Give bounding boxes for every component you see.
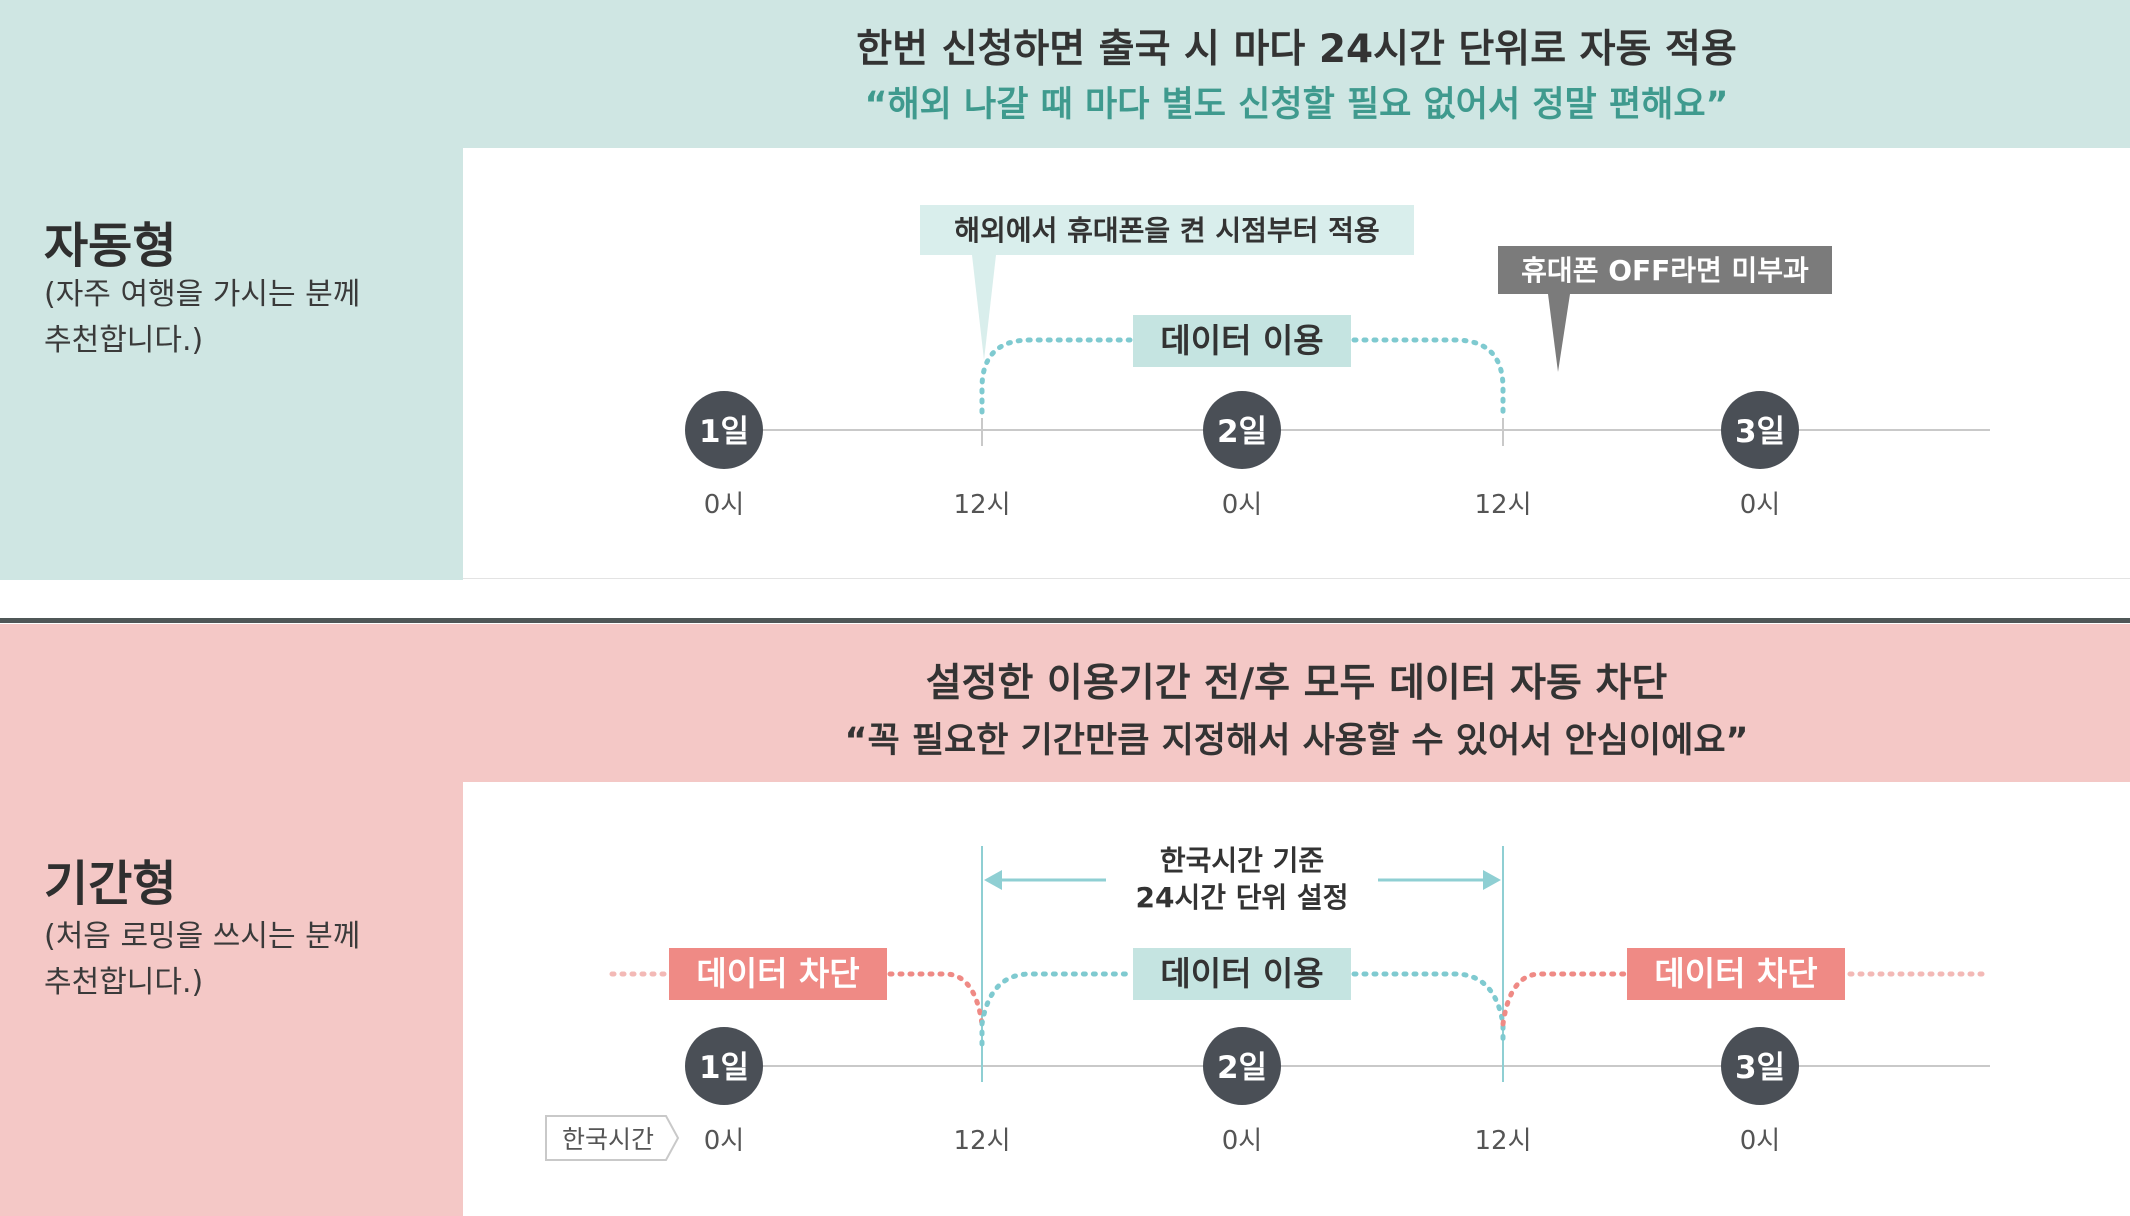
auto-time-label-3: 0시	[1222, 490, 1262, 520]
auto-type-title: 자동형	[44, 218, 177, 274]
auto-day-label-2: 2일	[1217, 414, 1267, 450]
auto-callout-off-pointer	[1548, 294, 1570, 372]
auto-quote: “해외 나갈 때 마다 별도 신청할 필요 없어서 정말 편해요”	[864, 85, 1729, 125]
auto-day-label-1: 1일	[699, 414, 749, 450]
auto-side-panel	[0, 0, 463, 580]
period-desc-line-2: 추천합니다.)	[44, 965, 204, 1000]
auto-type-section: 한번 신청하면 출국 시 마다 24시간 단위로 자동 적용 “해외 나갈 때 …	[0, 0, 2130, 580]
period-type-section: 설정한 이용기간 전/후 모두 데이터 자동 차단 “꼭 필요한 기간만큼 지정…	[0, 624, 2130, 1216]
period-timeline-diagram: 한국시간 기준 24시간 단위 설정 데이터 차단 데이터 이용 데이터 차단 …	[545, 844, 1990, 1161]
auto-desc-line-1: (자주 여행을 가시는 분께	[44, 277, 361, 312]
auto-callout-start-pointer	[972, 255, 996, 360]
period-block-left-arc	[887, 971, 985, 1027]
auto-headline: 한번 신청하면 출국 시 마다 24시간 단위로 자동 적용	[856, 27, 1737, 72]
period-data-use-label: 데이터 이용	[1160, 954, 1323, 993]
auto-day-node-1	[685, 391, 763, 469]
period-korea-time-tag	[545, 1115, 680, 1161]
period-time-label-3: 0시	[1222, 1126, 1262, 1156]
section-bottom-rule	[463, 578, 2130, 579]
auto-data-use-label: 데이터 이용	[1160, 321, 1323, 360]
period-type-title: 기간형	[44, 856, 177, 912]
auto-callout-start-label: 해외에서 휴대폰을 켠 시점부터 적용	[954, 214, 1379, 247]
period-time-label-1: 0시	[704, 1126, 744, 1156]
auto-callout-start	[920, 205, 1414, 255]
period-day-node-2	[1203, 1027, 1281, 1105]
period-time-label-4: 12시	[1474, 1126, 1531, 1156]
auto-callout-off	[1498, 246, 1832, 294]
period-headline: 설정한 이용기간 전/후 모두 데이터 자동 차단	[925, 661, 1668, 706]
period-range-label-2: 24시간 단위 설정	[1135, 881, 1348, 914]
auto-day-node-2	[1203, 391, 1281, 469]
period-day-label-2: 2일	[1217, 1050, 1267, 1086]
period-side-panel	[0, 624, 463, 1216]
period-type-desc: (처음 로밍을 쓰시는 분께 추천합니다.)	[44, 914, 444, 1006]
period-quote: “꼭 필요한 기간만큼 지정해서 사용할 수 있어서 안심이에요”	[844, 721, 1749, 761]
period-day-node-3	[1721, 1027, 1799, 1105]
period-range-label-1: 한국시간 기준	[1160, 844, 1324, 877]
period-block-label-left: 데이터 차단	[696, 954, 859, 993]
period-block-tag-left	[669, 948, 887, 1000]
auto-callout-off-label: 휴대폰 OFF라면 미부과	[1521, 254, 1809, 287]
period-block-right-arc	[1500, 971, 1627, 1027]
auto-time-label-5: 0시	[1740, 490, 1780, 520]
period-range-arrowhead-left	[984, 870, 1002, 890]
period-range-arrowhead-right	[1483, 870, 1501, 890]
section-divider	[0, 618, 2130, 623]
auto-data-use-arc	[979, 337, 1506, 415]
period-data-use-arc	[979, 971, 1506, 1047]
auto-type-desc: (자주 여행을 가시는 분께 추천합니다.)	[44, 272, 444, 364]
auto-day-label-3: 3일	[1735, 414, 1785, 450]
auto-time-label-1: 0시	[704, 490, 744, 520]
auto-time-label-2: 12시	[953, 490, 1010, 520]
period-block-label-right: 데이터 차단	[1654, 954, 1817, 993]
period-day-label-1: 1일	[699, 1050, 749, 1086]
period-desc-line-1: (처음 로밍을 쓰시는 분께	[44, 919, 361, 954]
auto-desc-line-2: 추천합니다.)	[44, 323, 204, 358]
period-day-node-1	[685, 1027, 763, 1105]
period-block-tag-right	[1627, 948, 1845, 1000]
period-time-label-5: 0시	[1740, 1126, 1780, 1156]
period-korea-time-label: 한국시간	[562, 1125, 654, 1154]
period-data-use-tag	[1133, 948, 1351, 1000]
auto-timeline-diagram: 데이터 이용 해외에서 휴대폰을 켠 시점부터 적용 휴대폰 OFF라면 미부과…	[685, 205, 1990, 520]
period-time-label-2: 12시	[953, 1126, 1010, 1156]
auto-time-label-4: 12시	[1474, 490, 1531, 520]
auto-day-node-3	[1721, 391, 1799, 469]
auto-data-use-tag	[1133, 315, 1351, 367]
period-day-label-3: 3일	[1735, 1050, 1785, 1086]
